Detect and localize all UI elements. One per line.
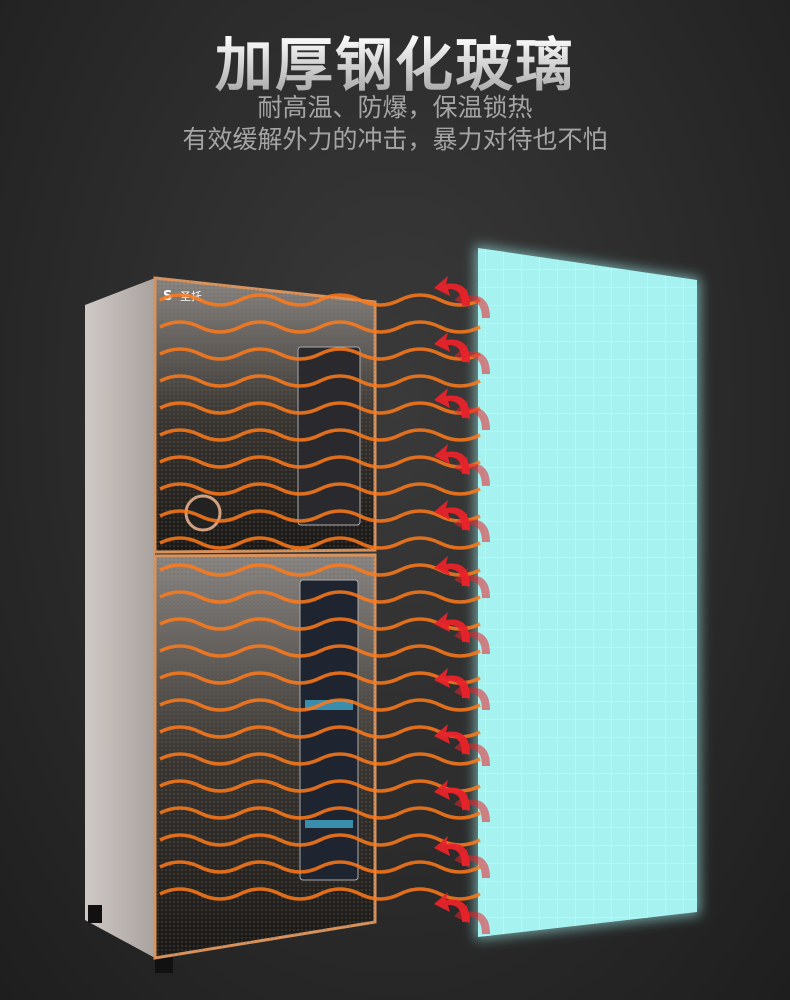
heat-wave-line <box>159 725 481 739</box>
heat-arrow-icon <box>434 388 470 418</box>
headline: 加厚钢化玻璃 <box>0 18 790 102</box>
heat-waves <box>159 293 481 901</box>
heat-arrow-icon <box>434 724 470 754</box>
cabinet-side <box>85 278 155 958</box>
heat-arrow-icon <box>434 332 470 362</box>
heat-wave-line <box>159 428 481 442</box>
heat-wave-line <box>159 293 481 307</box>
cabinet-foot <box>88 905 102 923</box>
heat-wave-line <box>159 347 481 361</box>
tempered-glass-panel <box>475 245 700 940</box>
heat-wave-line <box>159 455 481 469</box>
subline-2: 有效缓解外力的冲击，暴力对待也不怕 <box>182 125 608 154</box>
heat-arrow-icon <box>454 456 490 486</box>
heat-wave-line <box>159 536 481 550</box>
heat-arrow-icon <box>454 680 490 710</box>
heat-arrow-icon <box>454 904 490 934</box>
cabinet: 圣托 S <box>85 276 377 973</box>
heat-wave-line <box>159 860 481 874</box>
heat-wave-line <box>159 806 481 820</box>
heat-wave-line <box>159 833 481 847</box>
heat-wave-line <box>159 320 481 334</box>
heat-wave-line <box>159 617 481 631</box>
heat-wave-line <box>159 887 481 901</box>
heat-arrow-icon <box>434 668 470 698</box>
upper-window <box>297 346 361 526</box>
heat-wave-line <box>159 482 481 496</box>
heat-wave-line <box>159 671 481 685</box>
heat-wave-line <box>159 563 481 577</box>
heat-arrow-icon <box>454 792 490 822</box>
heat-wave-line <box>159 779 481 793</box>
heat-arrow-icon <box>434 612 470 642</box>
cabinet-foot <box>155 955 173 973</box>
heat-arrow-icon <box>434 892 470 922</box>
heat-wave-line <box>159 644 481 658</box>
heat-arrow-icon <box>434 276 470 306</box>
heat-arrow-icon <box>434 444 470 474</box>
heat-arrow-icon <box>454 288 490 318</box>
heat-arrow-icon <box>434 836 470 866</box>
heat-arrow-icon <box>454 624 490 654</box>
heat-arrow-icon <box>454 848 490 878</box>
heat-arrow-icon <box>454 512 490 542</box>
heat-wave-line <box>159 698 481 712</box>
heat-arrow-icon <box>454 736 490 766</box>
heat-wave-line <box>159 374 481 388</box>
heat-arrow-icon <box>454 568 490 598</box>
heat-wave-line <box>159 752 481 766</box>
heat-arrow-icon <box>454 344 490 374</box>
heat-arrow-icon <box>434 556 470 586</box>
heat-wave-line <box>159 401 481 415</box>
heat-wave-line <box>159 509 481 523</box>
heat-arrows <box>434 276 490 934</box>
heat-arrow-icon <box>434 780 470 810</box>
heat-wave-line <box>159 590 481 604</box>
heat-arrow-icon <box>454 400 490 430</box>
heat-arrow-icon <box>434 500 470 530</box>
subline-1: 耐高温、防爆，保温锁热 <box>257 93 533 122</box>
